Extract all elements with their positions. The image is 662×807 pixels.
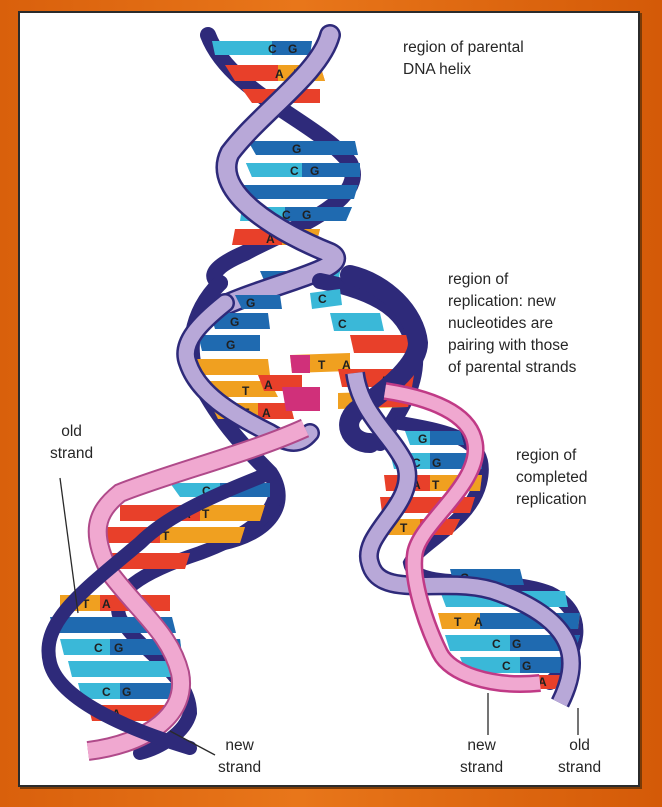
label-line: new xyxy=(460,735,503,757)
left-daughter-helix: C G A T A T A T A C G C G A xyxy=(48,428,305,753)
label-line: new xyxy=(218,735,261,757)
base-pair xyxy=(282,387,320,411)
base-label: T xyxy=(242,384,250,398)
label-old-strand-left: old strand xyxy=(50,421,93,465)
base-label: C xyxy=(502,659,511,673)
base-label: G xyxy=(522,659,531,673)
label-new-strand-left: new strand xyxy=(218,735,261,779)
label-line: completed xyxy=(516,467,588,489)
base-pair xyxy=(200,505,265,521)
base-label: A xyxy=(102,597,111,611)
base-label: G xyxy=(288,42,297,56)
label-line: region of parental xyxy=(403,37,524,59)
label-line: region of xyxy=(448,269,576,291)
base-label: C xyxy=(338,317,347,331)
right-daughter-helix: G C G A T T A G T A C G C G A xyxy=(355,373,580,703)
base-label: A xyxy=(262,406,271,420)
label-new-strand-right: new strand xyxy=(460,735,503,779)
base-pair xyxy=(350,335,416,353)
base-label: G xyxy=(432,456,441,470)
label-parental-region: region of parental DNA helix xyxy=(403,37,524,81)
base-pair xyxy=(430,431,464,445)
base-label: G xyxy=(292,142,301,156)
base-label: T xyxy=(400,521,408,535)
base-label: G xyxy=(310,164,319,178)
base-label: A xyxy=(474,615,483,629)
figure-frame: C G A T G C G C G A xyxy=(18,11,640,787)
base-label: T xyxy=(432,478,440,492)
label-line: pairing with those xyxy=(448,335,576,357)
base-label: G xyxy=(122,685,131,699)
base-label: G xyxy=(512,637,521,651)
label-line: strand xyxy=(460,757,503,779)
base-label: A xyxy=(342,358,351,372)
label-line: strand xyxy=(218,757,261,779)
base-pair xyxy=(160,527,245,543)
label-line: old xyxy=(558,735,601,757)
base-label: A xyxy=(264,378,273,392)
base-pair xyxy=(290,355,310,373)
base-label: C xyxy=(102,685,111,699)
label-replication-region: region of replication: new nucleotides a… xyxy=(448,269,576,379)
base-label: G xyxy=(246,296,255,310)
base-pair xyxy=(285,207,352,221)
label-line: DNA helix xyxy=(403,59,524,81)
base-pair xyxy=(242,185,358,199)
base-label: G xyxy=(230,315,239,329)
base-label: G xyxy=(302,208,311,222)
base-label: C xyxy=(318,292,327,306)
base-label: G xyxy=(226,338,235,352)
label-line: replication xyxy=(516,489,588,511)
base-pair xyxy=(196,359,270,375)
label-line: old xyxy=(50,421,93,443)
label-completed-region: region of completed replication xyxy=(516,445,588,511)
base-label: T xyxy=(454,615,462,629)
base-pair xyxy=(248,141,358,155)
base-label: G xyxy=(418,432,427,446)
base-label: T xyxy=(318,358,326,372)
label-line: strand xyxy=(50,443,93,465)
label-line: replication: new xyxy=(448,291,576,313)
old-strand-left-pointer xyxy=(60,478,78,613)
base-pair xyxy=(235,295,282,309)
base-label: C xyxy=(492,637,501,651)
label-old-strand-right: old strand xyxy=(558,735,601,779)
dna-replication-diagram: C G A T G C G C G A xyxy=(20,13,640,787)
base-pair xyxy=(68,661,182,677)
base-label: A xyxy=(275,67,284,81)
base-label: C xyxy=(290,164,299,178)
label-line: nucleotides are xyxy=(448,313,576,335)
base-label: C xyxy=(94,641,103,655)
base-label: G xyxy=(114,641,123,655)
label-line: strand xyxy=(558,757,601,779)
base-label: C xyxy=(268,42,277,56)
label-line: of parental strands xyxy=(448,357,576,379)
label-line: region of xyxy=(516,445,588,467)
parental-helix: C G A T G C G C G A xyxy=(208,35,360,313)
